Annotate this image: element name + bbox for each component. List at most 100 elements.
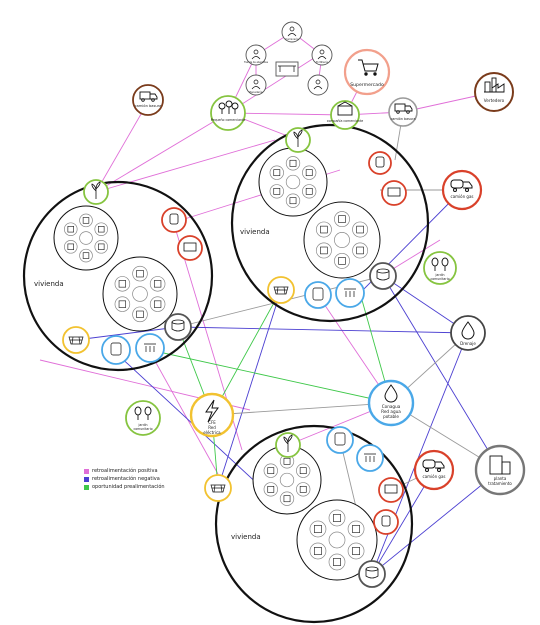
appliance-glyph-icon: [314, 525, 322, 533]
legend-swatch-purple: [84, 476, 89, 482]
fosa-node: [164, 313, 192, 341]
person-icon: [315, 79, 321, 85]
shop-node: [307, 74, 329, 96]
carniceria-node: [281, 21, 303, 43]
appliance-glyph-icon: [267, 485, 275, 493]
appliance-glyph-icon: [356, 225, 364, 234]
rain-icon: [344, 288, 356, 297]
link-purple: [371, 332, 469, 575]
tanque-gas-node: [161, 207, 187, 233]
appliance-icon: [334, 211, 350, 228]
appliance-icons: [64, 156, 369, 571]
camion-gas-node-1: camión gas: [441, 169, 483, 211]
gas-cylinder-icon: [381, 515, 391, 527]
appliance-glyph-icon: [305, 187, 313, 195]
drop-icon: [461, 321, 475, 340]
appliance-icon: [302, 165, 317, 180]
fosa-icons: [171, 268, 390, 579]
pequeno-comercio-label: Pequeño comerciante: [211, 118, 246, 122]
appliance-glyph-icon: [352, 547, 360, 555]
plant-icons: [91, 129, 303, 452]
appliance-icon: [309, 542, 327, 560]
gas-cylinder-icon: [375, 156, 385, 168]
tanque-gas-node: [373, 509, 399, 535]
truck-icon: [394, 103, 413, 114]
jardin-label: jardín: [137, 423, 147, 427]
appliance-icon: [263, 463, 278, 478]
appliance-glyph-icon: [356, 246, 364, 255]
appliance-icon: [296, 482, 311, 497]
legend-item: retroalimentación negativa: [84, 475, 165, 483]
conagua-label: Red agua: [381, 409, 401, 414]
link-purple: [371, 469, 435, 575]
appliance-glyph-icon: [273, 169, 281, 177]
tienda-node: [245, 44, 267, 66]
link-green: [149, 349, 392, 404]
appliance-glyph-icon: [289, 197, 297, 205]
appliance-icon: [149, 296, 166, 312]
jardin-label: comunitario: [133, 427, 152, 431]
appliance-icon: [132, 265, 148, 282]
jardin-node-2: jardín comunitario: [125, 400, 161, 436]
appliance-glyph-icon: [299, 467, 307, 475]
appliance-glyph-icon: [98, 243, 105, 250]
camion-gas-node-2: camión gas: [413, 449, 455, 491]
pequeno-comercio-node: Pequeño comerciante: [210, 95, 246, 131]
legend-item: retroalimentación positiva: [84, 467, 165, 475]
drenaje-node: Drenaje: [450, 315, 486, 351]
calentador-node: [381, 180, 407, 206]
appliance-icon: [352, 242, 369, 259]
camion-basura-label: camión basura: [390, 117, 415, 121]
planta-node: planta tratamiento: [474, 444, 526, 496]
appliance-glyph-icon: [98, 226, 105, 233]
legend-swatch-green: [84, 484, 89, 490]
carniceria-label: Carnicería: [285, 37, 299, 41]
link-purple: [371, 469, 501, 575]
gas-truck-icon: [450, 179, 473, 192]
appliance-glyph-icon: [305, 169, 313, 177]
appliance-icon: [64, 222, 78, 236]
tank-icon: [110, 342, 122, 356]
solar-panel-icon: [68, 336, 84, 345]
appliance-icon: [285, 156, 301, 171]
appliance-glyph-icon: [314, 547, 322, 555]
tinaco-node: [304, 281, 332, 309]
trees-icon: [218, 100, 239, 114]
vertedero-label: Vertedero: [484, 98, 505, 103]
panaderia-label: Panadería: [250, 90, 263, 94]
link-purple: [115, 352, 263, 489]
jardin-node-1: jardín comunitario: [423, 251, 457, 285]
appliance-icon: [285, 174, 301, 190]
drenaje-label: Drenaje: [460, 341, 476, 346]
camion-gas-label: camión gas: [451, 194, 474, 199]
appliance-glyph-icon: [289, 159, 297, 167]
person-icon: [289, 26, 295, 32]
appliance-icon: [132, 306, 148, 323]
trees-icon: [134, 406, 152, 420]
appliance-glyph-icon: [333, 514, 341, 522]
tank-icon: [312, 287, 324, 301]
link-purple: [177, 326, 469, 334]
tinaco-node: [326, 426, 354, 454]
appliance-glyph-icon: [352, 525, 360, 533]
appliance-glyph-icon: [283, 495, 291, 503]
store-icon: [337, 101, 353, 116]
appliance-icon: [352, 221, 369, 238]
appliance-glyph-icon: [333, 558, 341, 566]
legend-label: oportunidad prealimentación: [92, 484, 165, 490]
building-icon: [489, 455, 511, 475]
appliance-icon: [269, 184, 284, 199]
heater-icon: [387, 187, 401, 197]
link-pink: [227, 112, 346, 116]
link-pink: [95, 101, 149, 193]
plant-icon: [283, 434, 293, 452]
appliance-glyph-icon: [118, 280, 127, 288]
rain-icon: [144, 343, 156, 352]
legend-label: retroalimentación negativa: [92, 476, 160, 482]
link-purple: [75, 326, 179, 341]
fosa-nodes: [164, 262, 397, 588]
camion-gas-label: camión gas: [423, 474, 446, 479]
appliance-icon: [285, 193, 301, 208]
supermercado-label: Supermercado: [350, 82, 384, 88]
panaderia-node: [245, 74, 267, 96]
